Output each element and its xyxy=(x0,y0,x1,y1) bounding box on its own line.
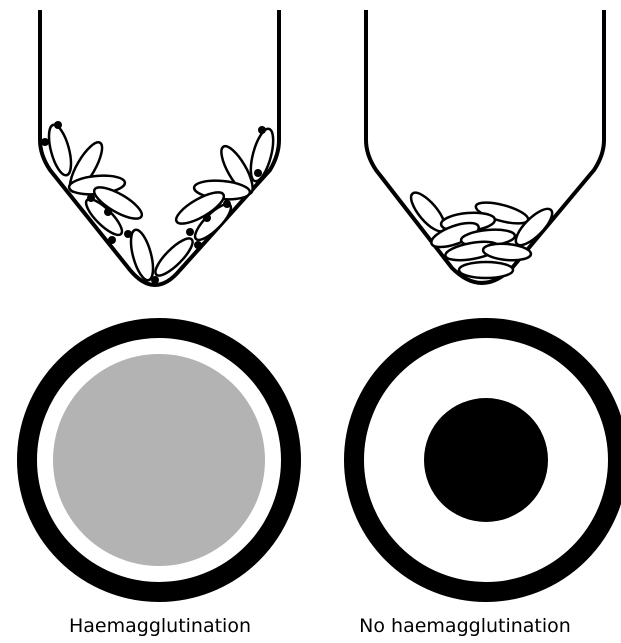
virus-dot xyxy=(108,236,116,244)
tube-right xyxy=(366,10,604,283)
tube-left xyxy=(40,10,279,285)
caption-no-haemagglutination: No haemagglutination xyxy=(320,612,610,640)
tube-left-outline xyxy=(40,10,279,285)
virus-dot xyxy=(186,228,194,236)
virus-dot xyxy=(194,241,202,249)
virus-dot xyxy=(54,121,62,129)
virus-dot xyxy=(223,200,231,208)
virus-dot xyxy=(203,214,211,222)
well-left xyxy=(27,328,291,592)
caption-haemagglutination: Haemagglutination xyxy=(10,612,310,640)
virus-dot xyxy=(151,276,159,284)
well-right-cell-button xyxy=(424,398,548,522)
virus-dot xyxy=(124,230,132,238)
well-right xyxy=(354,328,618,592)
settled-cell-pellet xyxy=(406,188,558,278)
virus-dot xyxy=(41,138,49,146)
red-blood-cell xyxy=(246,127,277,184)
virus-dot xyxy=(87,194,95,202)
well-left-diffuse-mat xyxy=(53,354,265,566)
virus-dot xyxy=(258,126,266,134)
red-blood-cell xyxy=(459,262,513,278)
virus-dot xyxy=(254,169,262,177)
virus-dot xyxy=(104,208,112,216)
